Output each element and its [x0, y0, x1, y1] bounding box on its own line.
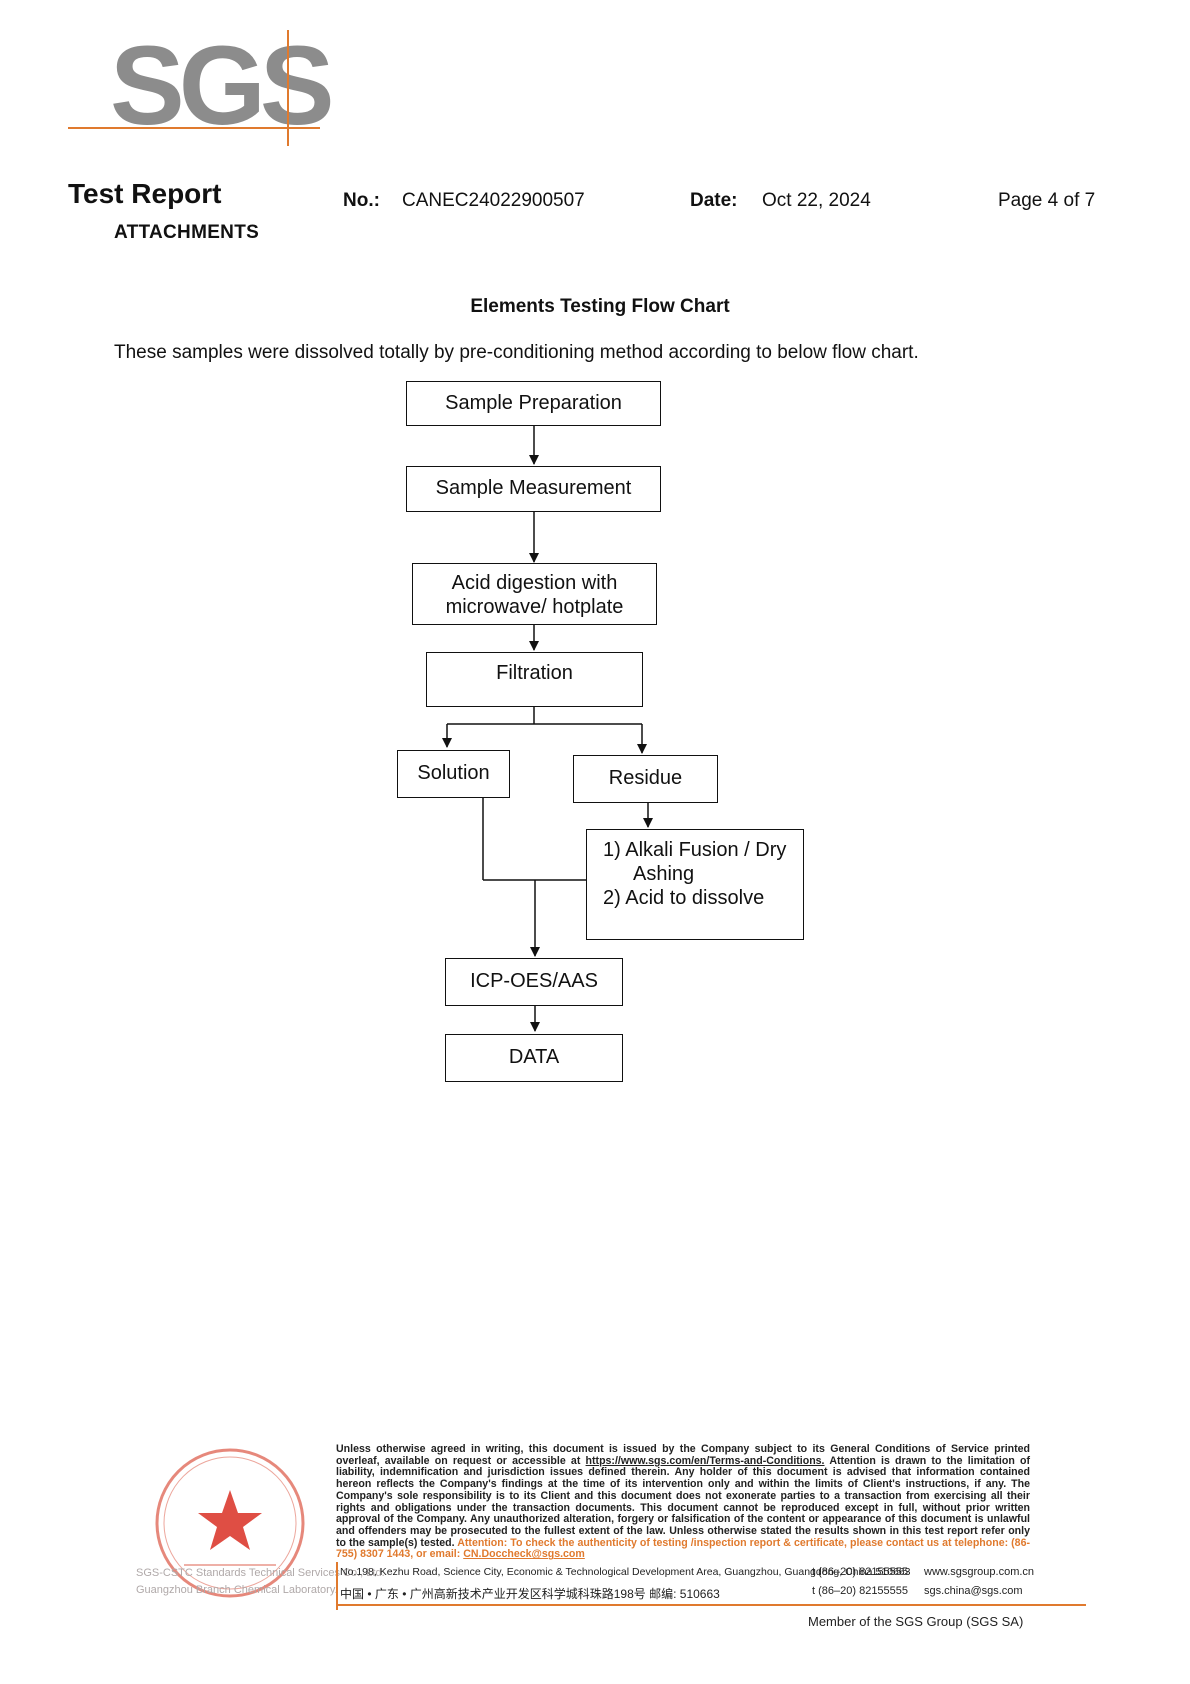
flow-step-label: Solution	[417, 762, 490, 784]
flow-step-solution: Solution	[397, 750, 510, 798]
flow-step-label-line1: 1) Alkali Fusion / Dry	[603, 839, 787, 861]
report-number-label: No.:	[343, 190, 380, 211]
attention-text: Attention: To check the authenticity of …	[336, 1536, 1030, 1561]
flow-step-label-line2: Ashing	[633, 863, 695, 885]
disclaimer-text-part1: Unless otherwise agreed in writing, this…	[336, 1443, 1030, 1467]
authenticity-attention: Attention: To check the authenticity of …	[336, 1537, 1030, 1561]
flow-step-icp-oes-aas: ICP-OES/AAS	[445, 958, 623, 1006]
attachments-heading: ATTACHMENTS	[114, 222, 260, 243]
flow-step-label: ICP-OES/AAS	[470, 970, 598, 992]
telephone-1: t (86–20) 82155555	[812, 1566, 909, 1578]
flow-step-acid-digestion: Acid digestion with microwave/ hotplate	[412, 563, 657, 625]
address-english: No.198, Kezhu Road, Science City, Econom…	[340, 1566, 911, 1578]
report-number-value: CANEC24022900507	[402, 190, 585, 211]
flow-step-residue: Residue	[573, 755, 718, 803]
section-title: Elements Testing Flow Chart	[470, 296, 730, 317]
flow-step-sample-measurement: Sample Measurement	[406, 466, 661, 512]
disclaimer-text-part2: Attention is drawn to the limitation of …	[336, 1454, 1030, 1549]
flow-step-label: DATA	[508, 1046, 560, 1068]
telephone-2: t (86–20) 82155555	[812, 1585, 909, 1597]
report-title: Test Report	[68, 178, 222, 209]
logo-vertical-rule	[287, 30, 289, 146]
intro-text: These samples were dissolved totally by …	[114, 342, 919, 363]
date-label: Date:	[690, 190, 738, 211]
page-number: Page 4 of 7	[998, 190, 1096, 211]
flow-step-label-line2: microwave/ hotplate	[445, 596, 624, 618]
footer-horizontal-rule	[336, 1604, 1086, 1606]
flow-step-filtration: Filtration	[426, 652, 643, 707]
flow-step-sample-preparation: Sample Preparation	[406, 381, 661, 426]
legal-disclaimer: Unless otherwise agreed in writing, this…	[336, 1443, 1030, 1561]
logo-horizontal-rule	[68, 127, 320, 129]
flow-step-label-line1: Acid digestion with	[451, 572, 618, 594]
footer-vertical-rule	[336, 1562, 338, 1610]
flow-chart-connectors	[442, 426, 653, 1032]
company-seal-stamp	[155, 1448, 305, 1598]
address-chinese: 中国 • 广东 • 广州高新技术产业开发区科学城科珠路198号 邮编: 5106…	[340, 1587, 720, 1601]
flow-step-alkali-fusion: 1) Alkali Fusion / Dry Ashing 2) Acid to…	[586, 829, 804, 940]
flow-step-label: Filtration	[496, 662, 573, 684]
doccheck-email-link[interactable]: CN.Doccheck@sgs.com	[463, 1548, 585, 1561]
terms-link[interactable]: https://www.sgs.com/en/Terms-and-Conditi…	[585, 1454, 825, 1467]
flow-step-label: Residue	[608, 767, 683, 789]
member-of-sgs-group: Member of the SGS Group (SGS SA)	[808, 1614, 1024, 1629]
website-link[interactable]: www.sgsgroup.com.cn	[924, 1566, 1035, 1578]
flow-step-label-line3: 2) Acid to dissolve	[603, 887, 765, 909]
flow-step-label: Sample Measurement	[435, 477, 632, 499]
date-value: Oct 22, 2024	[762, 190, 871, 211]
stamp-caption-line2: Guangzhou Branch Chemical Laboratory.	[136, 1584, 338, 1596]
flow-step-label: Sample Preparation	[445, 392, 622, 414]
sgs-logo: SGS	[110, 23, 335, 148]
flow-step-data: DATA	[445, 1034, 623, 1082]
stamp-caption-line1: SGS-CSTC Standards Technical Services Co…	[136, 1567, 385, 1579]
email-link[interactable]: sgs.china@sgs.com	[924, 1585, 1023, 1597]
